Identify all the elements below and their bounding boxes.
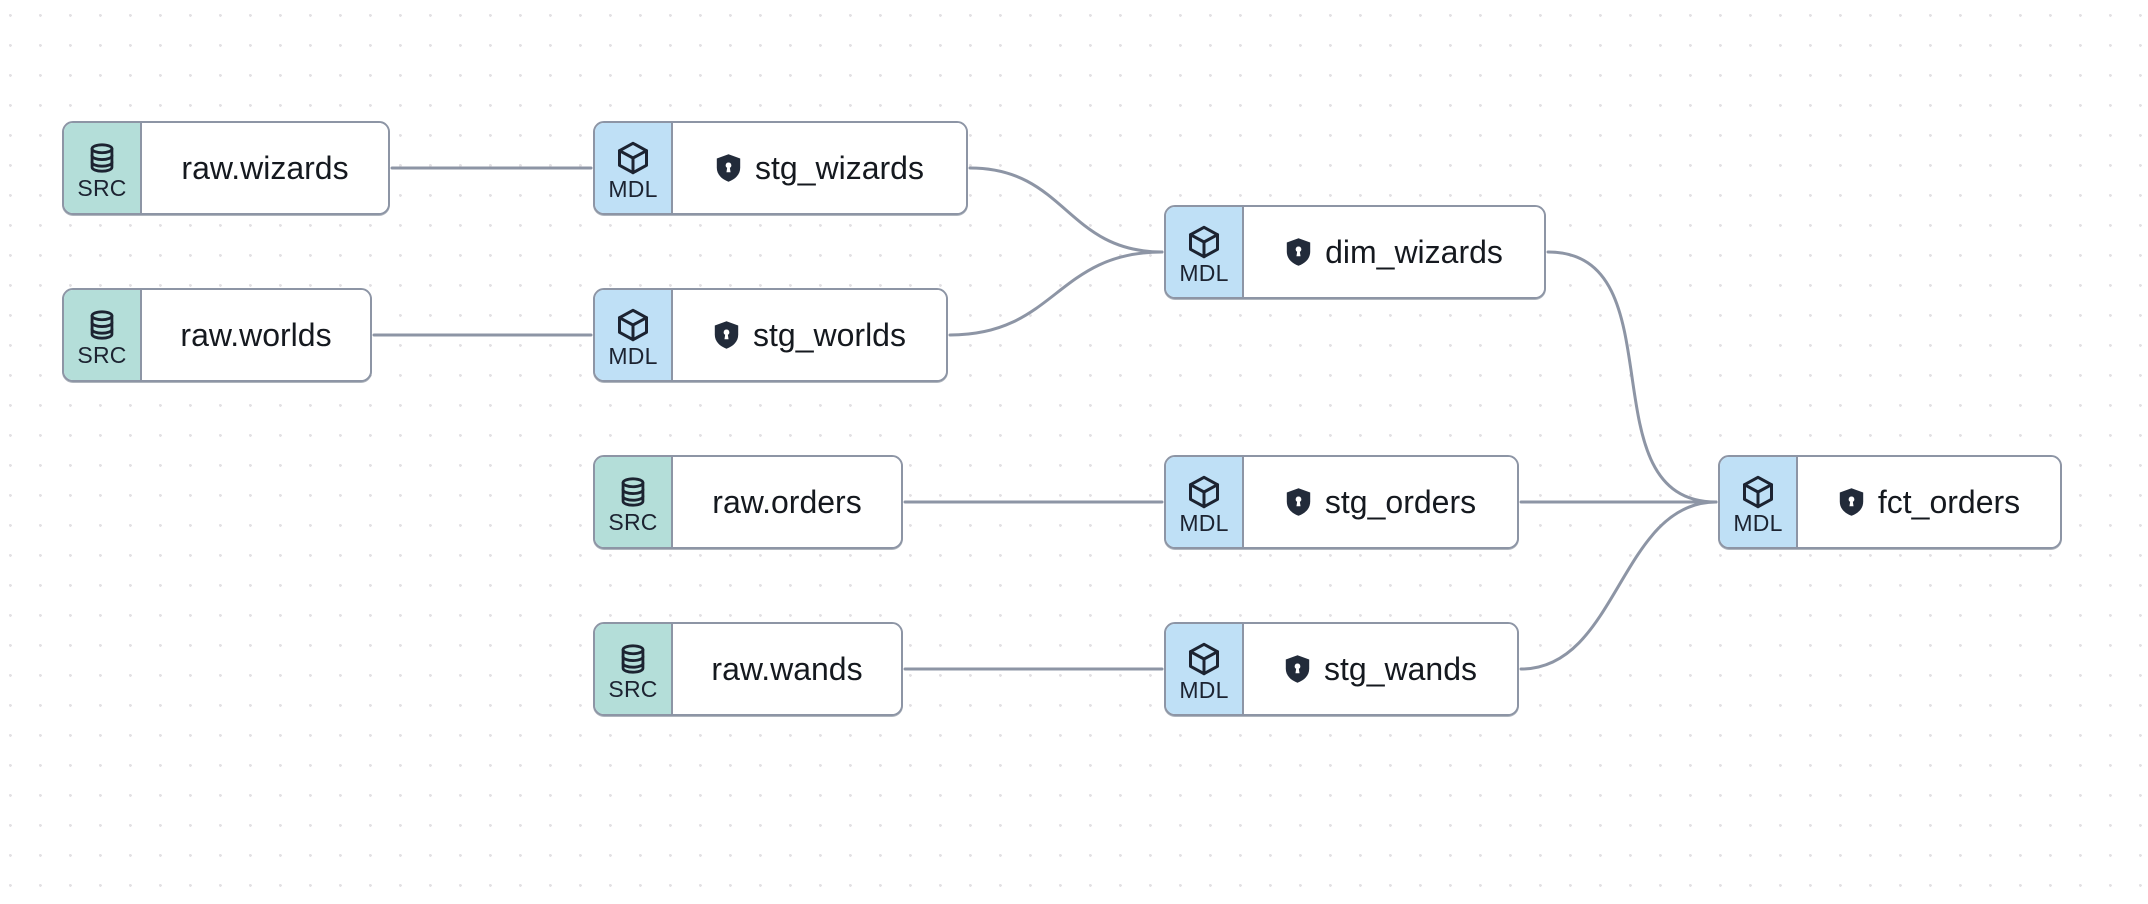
node-label: stg_wands: [1324, 651, 1477, 687]
lineage-node-raw_orders[interactable]: SRC raw.orders: [593, 455, 903, 549]
lineage-edge[interactable]: [1519, 500, 1718, 671]
node-type-badge-mdl: MDL: [1166, 457, 1244, 547]
lineage-node-fct_orders[interactable]: MDL fct_orders: [1718, 455, 2062, 549]
lineage-edge[interactable]: [948, 250, 1164, 337]
node-type-label: SRC: [608, 675, 658, 702]
database-icon: [616, 642, 650, 676]
node-type-badge-mdl: MDL: [1166, 624, 1244, 714]
node-body: stg_worlds: [673, 290, 946, 380]
cube-icon: [1186, 224, 1222, 260]
node-type-label: MDL: [608, 342, 658, 369]
shield-lock-icon: [1285, 487, 1312, 517]
node-type-label: MDL: [1179, 509, 1229, 536]
shield-lock-icon: [715, 153, 742, 183]
node-body: raw.wizards: [142, 123, 388, 213]
shield-lock-icon: [1285, 237, 1312, 267]
node-label: fct_orders: [1877, 484, 2021, 520]
lineage-node-raw_worlds[interactable]: SRC raw.worlds: [62, 288, 372, 382]
node-body: stg_wands: [1244, 624, 1517, 714]
node-label: stg_wizards: [755, 150, 924, 186]
node-label: raw.worlds: [180, 317, 332, 353]
node-label: raw.wizards: [181, 150, 349, 186]
shield-lock-icon: [1838, 487, 1865, 517]
node-label: stg_worlds: [753, 317, 906, 353]
node-type-label: SRC: [608, 508, 658, 535]
node-body: raw.wands: [673, 624, 901, 714]
node-label: stg_orders: [1324, 484, 1477, 520]
database-icon: [85, 308, 119, 342]
lineage-node-stg_wands[interactable]: MDL stg_wands: [1164, 622, 1519, 716]
node-type-label: MDL: [1179, 676, 1229, 703]
database-icon: [616, 475, 650, 509]
cube-icon: [1186, 641, 1222, 677]
node-type-badge-src: SRC: [595, 457, 673, 547]
node-body: fct_orders: [1798, 457, 2060, 547]
node-body: raw.orders: [673, 457, 901, 547]
node-body: stg_wizards: [673, 123, 966, 213]
cube-icon: [615, 140, 651, 176]
cube-icon: [1740, 474, 1776, 510]
lineage-node-dim_wizards[interactable]: MDL dim_wizards: [1164, 205, 1546, 299]
node-type-badge-src: SRC: [595, 624, 673, 714]
lineage-node-raw_wizards[interactable]: SRC raw.wizards: [62, 121, 390, 215]
lineage-edge[interactable]: [968, 166, 1164, 254]
lineage-node-raw_wands[interactable]: SRC raw.wands: [593, 622, 903, 716]
node-type-badge-mdl: MDL: [595, 123, 673, 213]
shield-lock-icon: [1284, 654, 1311, 684]
node-type-label: MDL: [1733, 509, 1783, 536]
lineage-node-stg_orders[interactable]: MDL stg_orders: [1164, 455, 1519, 549]
node-type-label: MDL: [608, 175, 658, 202]
node-type-badge-src: SRC: [64, 290, 142, 380]
node-label: raw.wands: [711, 651, 863, 687]
node-label: dim_wizards: [1325, 234, 1503, 270]
shield-lock-icon: [713, 320, 740, 350]
lineage-node-stg_worlds[interactable]: MDL stg_worlds: [593, 288, 948, 382]
node-label: raw.orders: [712, 484, 862, 520]
node-body: dim_wizards: [1244, 207, 1544, 297]
cube-icon: [615, 307, 651, 343]
node-body: stg_orders: [1244, 457, 1517, 547]
node-type-label: SRC: [77, 341, 127, 368]
lineage-node-stg_wizards[interactable]: MDL stg_wizards: [593, 121, 968, 215]
database-icon: [85, 141, 119, 175]
node-type-badge-src: SRC: [64, 123, 142, 213]
cube-icon: [1186, 474, 1222, 510]
node-type-label: SRC: [77, 174, 127, 201]
node-type-badge-mdl: MDL: [1720, 457, 1798, 547]
node-body: raw.worlds: [142, 290, 370, 380]
node-type-badge-mdl: MDL: [1166, 207, 1244, 297]
lineage-edge[interactable]: [1546, 250, 1718, 504]
node-type-badge-mdl: MDL: [595, 290, 673, 380]
node-type-label: MDL: [1179, 259, 1229, 286]
